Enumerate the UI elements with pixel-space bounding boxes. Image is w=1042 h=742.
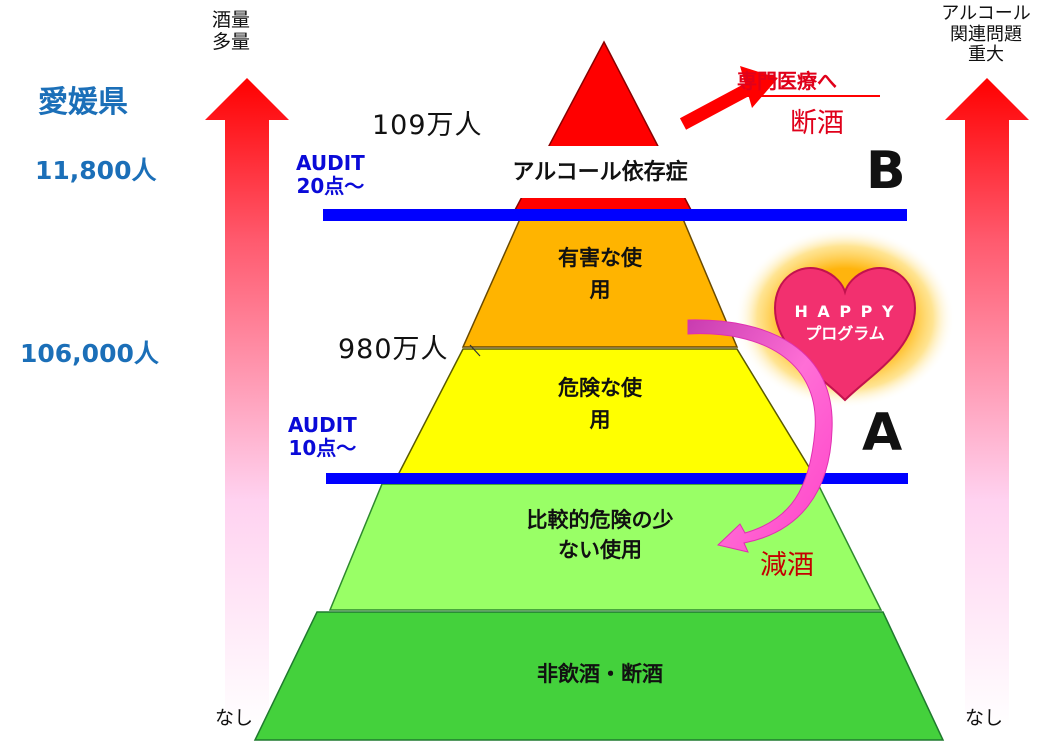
audit-20-title: AUDIT (296, 151, 365, 175)
right-axis-top-label: アルコール 関連問題 重大 (930, 3, 1042, 66)
audit-10-line (326, 473, 908, 484)
right-axis-top-line3: 重大 (968, 44, 1004, 66)
tier-harmful-label: 有害な使 用 (500, 246, 700, 302)
reduction-label: 減酒 (760, 550, 814, 581)
national-dependence-count: 109万人 (372, 110, 483, 141)
right-axis-bottom-label: なし (965, 707, 1004, 729)
tier-hazardous-label: 危険な使 用 (500, 376, 700, 432)
tier-dependence-label: アルコール依存症 (512, 160, 688, 185)
left-axis-top-line2: 多量 (212, 30, 251, 53)
dependence-label-band (450, 146, 750, 198)
right-axis-top-line2: 関連問題 (950, 23, 1022, 45)
tier-low-risk-line1: 比較的危険の少 (526, 508, 674, 532)
left-axis-bottom-label: なし (215, 707, 254, 729)
right-gradient-up-arrow-icon (945, 78, 1029, 728)
zone-b-marker: B (866, 141, 906, 201)
tier-abstain-label: 非飲酒・断酒 (537, 662, 663, 686)
audit-20-label: AUDIT 20点～ (296, 152, 365, 198)
left-axis-top-label: 酒量 多量 (212, 9, 251, 54)
happy-program-label: H A P P Y プログラム (775, 302, 915, 344)
right-axis-top-line1: アルコール (941, 3, 1031, 24)
prefecture-risky-count: 106,000人 (20, 339, 159, 368)
curved-arrow-icon (687, 319, 833, 553)
count-980-pointer (469, 344, 481, 357)
prefecture-name: 愛媛県 (38, 85, 128, 120)
audit-20-threshold: 20点～ (296, 174, 365, 198)
tier-hazardous-line1: 危険な使 (558, 376, 642, 400)
audit-10-threshold: 10点～ (288, 436, 357, 460)
tier-hazardous-line2: 用 (589, 408, 611, 433)
national-risky-count: 980万人 (338, 334, 449, 365)
left-axis-top-line1: 酒量 (212, 9, 251, 31)
tier-low-risk-line2: ない使用 (558, 538, 642, 563)
tier-abstain-shape (253, 611, 945, 741)
abstinence-label: 断酒 (790, 108, 844, 139)
zone-a-marker: A (862, 403, 903, 463)
happy-program-line1: H A P P Y (794, 302, 896, 321)
audit-10-title: AUDIT (288, 413, 357, 437)
tier-harmful-line2: 用 (589, 278, 611, 303)
specialist-arrow-icon (679, 66, 778, 130)
audit-20-line (323, 209, 907, 221)
happy-program-line2: プログラム (805, 324, 885, 344)
tier-harmful-line1: 有害な使 (558, 246, 642, 270)
tier-low-risk-label: 比較的危険の少 ない使用 (460, 508, 740, 562)
audit-10-label: AUDIT 10点～ (288, 414, 357, 460)
left-gradient-up-arrow-icon (205, 78, 289, 728)
specialist-care-label: 専門医療へ (737, 69, 837, 93)
prefecture-dependence-count: 11,800人 (35, 156, 157, 185)
